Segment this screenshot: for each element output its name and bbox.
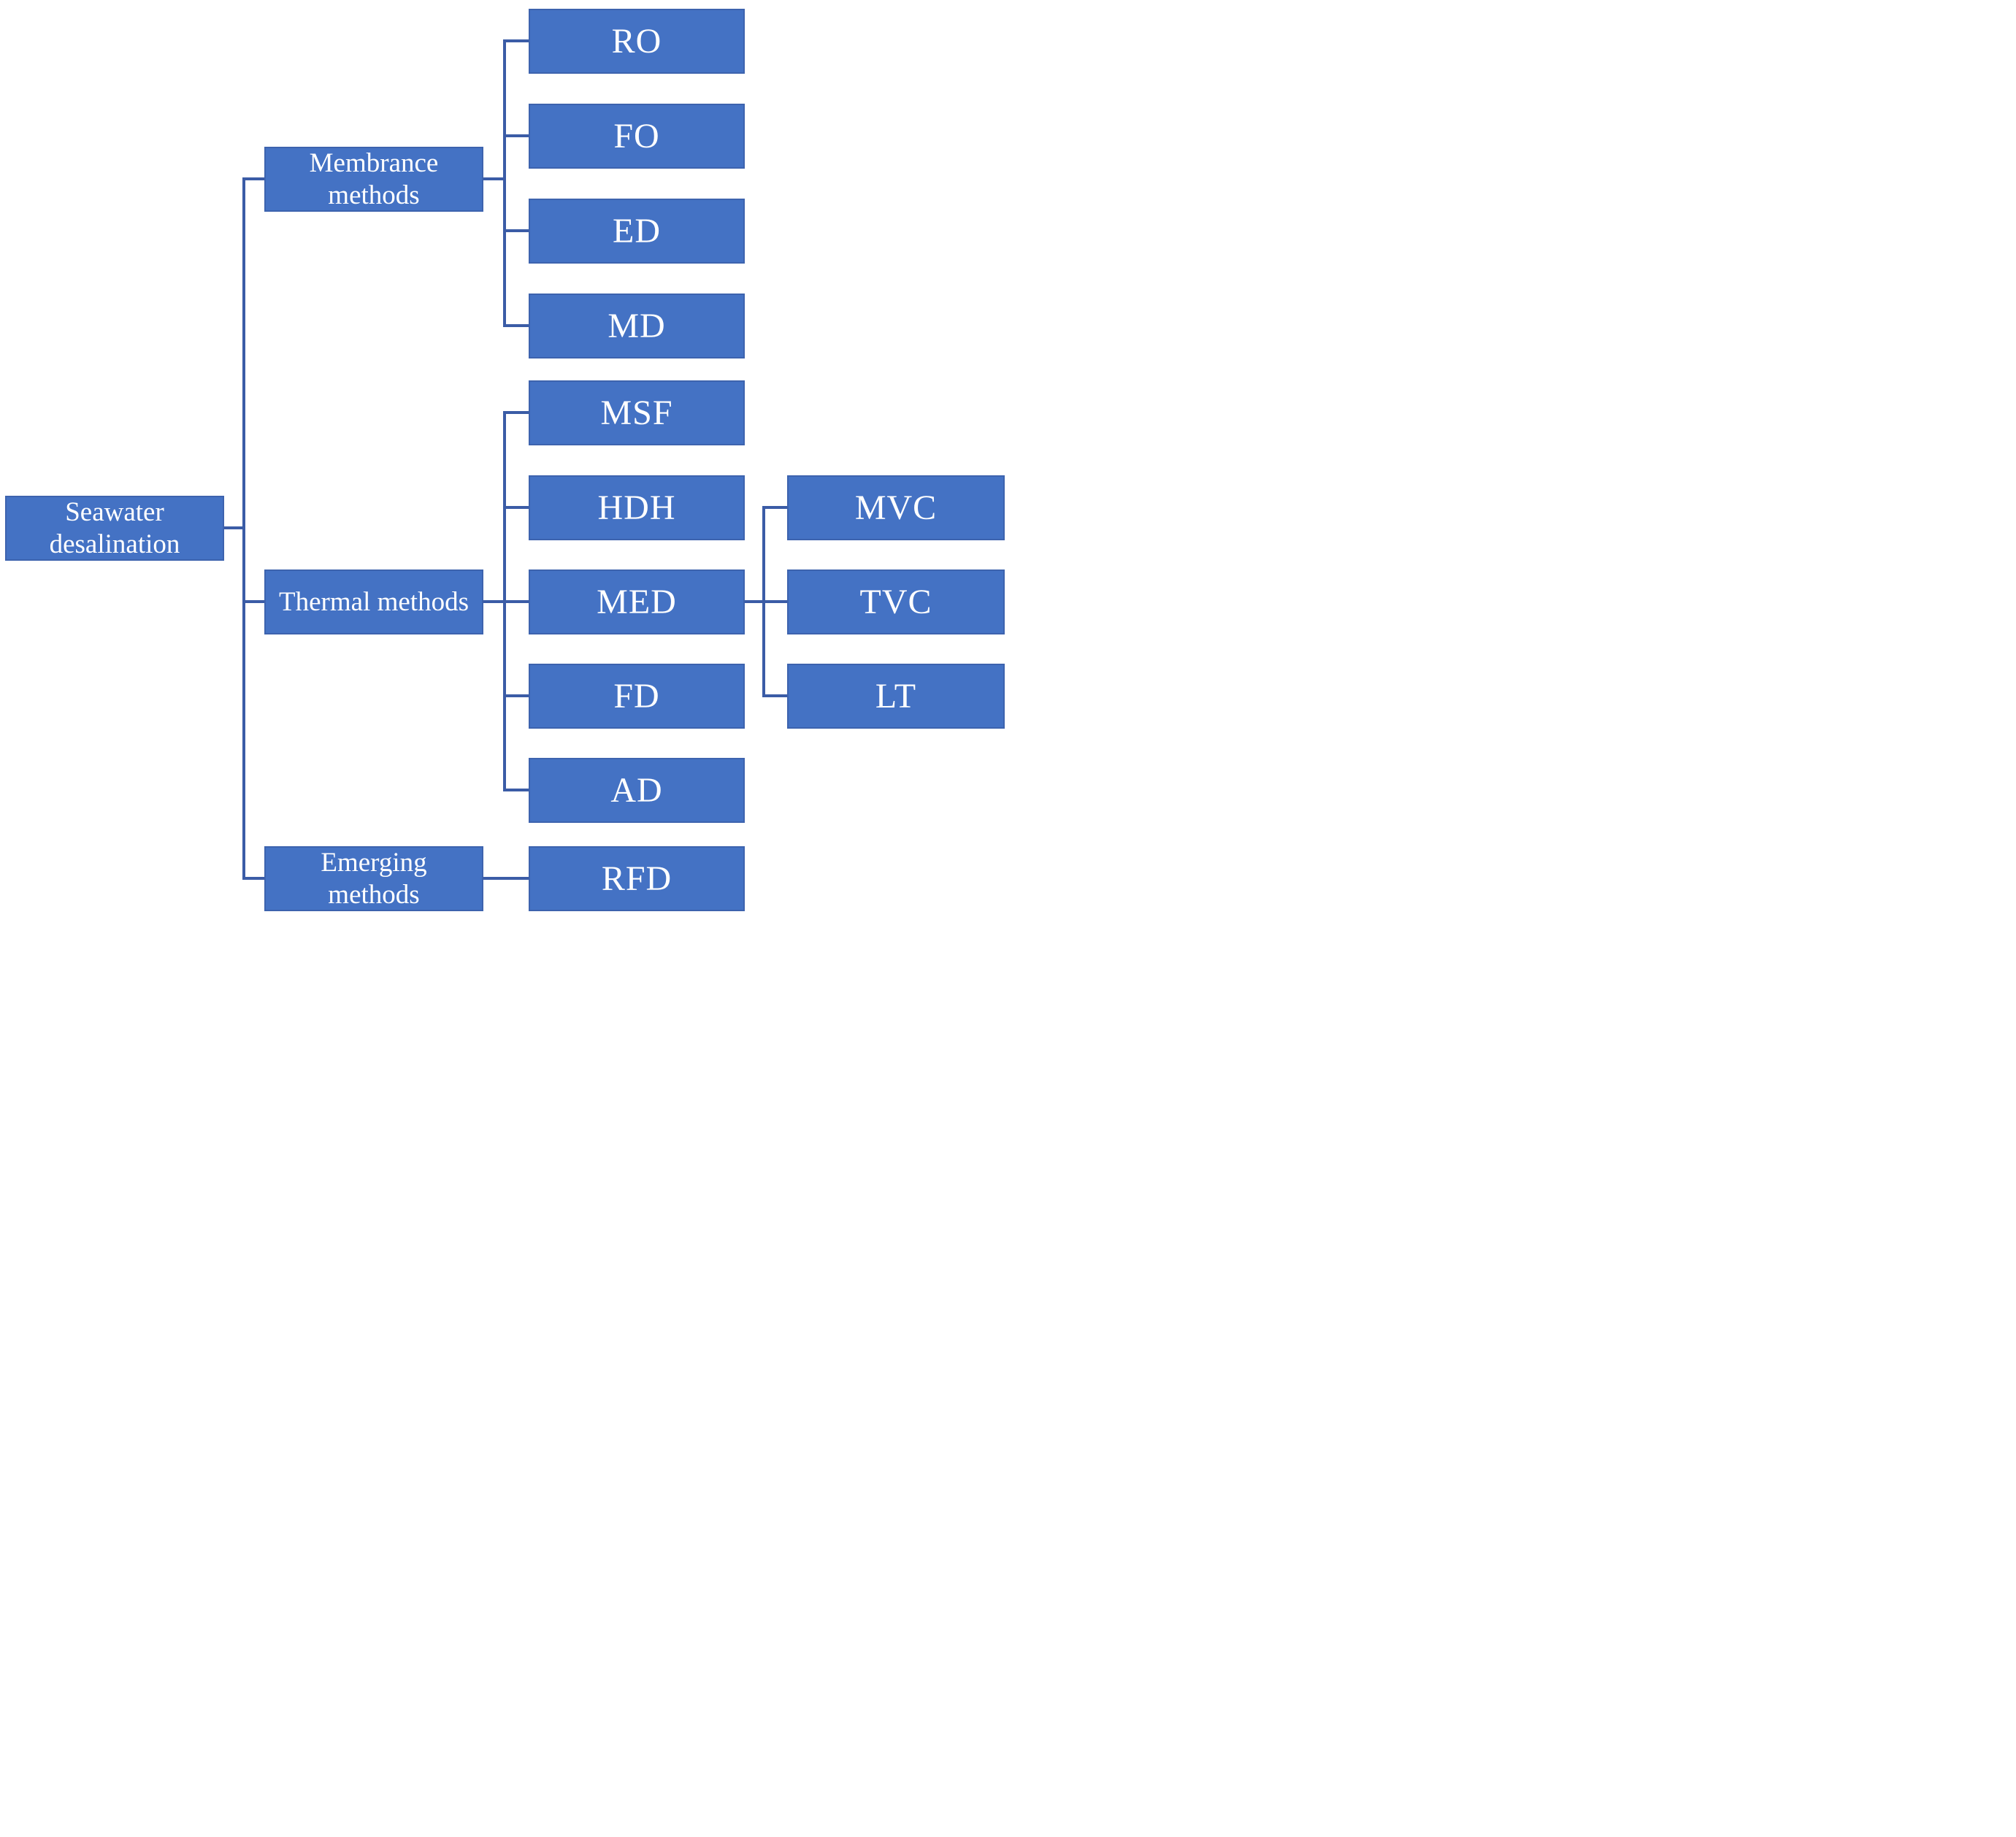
node-label-line: methods [328,879,420,910]
node-mvc-label: MVC [854,488,938,527]
connector-trunk3-to-hdh [503,506,529,509]
connector-emerging-to-rfd [483,877,529,880]
node-label-line: desalination [49,529,180,559]
node-hdh: HDH [529,475,745,540]
node-fo: FO [529,104,745,169]
node-label-line: methods [328,180,420,210]
desalination-methods-diagram: Seawater desalination Membrance methods … [0,0,1008,918]
node-ad: AD [529,758,745,823]
node-tvc-label: TVC [859,582,932,621]
node-lt: LT [787,664,1005,729]
node-mvc: MVC [787,475,1005,540]
connector-trunk3 [503,411,506,791]
node-emerging-methods: Emerging methods [264,846,483,911]
connector-root-to-trunk1 [224,526,245,529]
connector-trunk1-to-membrance [242,177,264,180]
node-md-label: MD [608,306,666,345]
connector-trunk3-to-msf [503,411,529,414]
node-ro: RO [529,9,745,74]
connector-trunk1-to-thermal [242,600,264,603]
connector-trunk3-to-ad [503,789,529,791]
node-thermal-methods-label: Thermal methods [279,586,469,617]
node-thermal-methods: Thermal methods [264,569,483,634]
connector-trunk1-to-emerging [242,877,264,880]
node-emerging-methods-label: Emerging methods [321,847,426,911]
node-ed-label: ED [613,211,661,250]
node-tvc: TVC [787,569,1005,634]
node-fd-label: FD [613,676,660,716]
connector-trunk2-to-ed [503,229,529,232]
connector-trunk3-to-fd [503,694,529,697]
node-ro-label: RO [611,21,662,61]
connector-thermal-to-med [483,600,529,603]
node-med-label: MED [597,582,677,621]
node-hdh-label: HDH [597,488,676,527]
node-membrance-methods: Membrance methods [264,147,483,212]
connector-trunk2 [503,39,506,327]
connector-trunk1 [242,177,245,880]
connector-trunk4-to-mvc [762,506,787,509]
node-fd: FD [529,664,745,729]
node-ed: ED [529,199,745,264]
node-label-line: Emerging [321,847,427,878]
node-label-line: Seawater [65,496,164,527]
node-membrance-methods-label: Membrance methods [310,147,439,212]
connector-trunk2-to-fo [503,134,529,137]
node-ad-label: AD [610,770,663,810]
connector-membrance-to-trunk2 [483,177,506,180]
connector-trunk2-to-md [503,324,529,327]
node-seawater-desalination-label: Seawater desalination [50,496,180,561]
node-seawater-desalination: Seawater desalination [5,496,224,561]
node-label-line: Membrance [309,147,439,178]
connector-trunk2-to-ro [503,39,529,42]
node-rfd-label: RFD [601,859,672,898]
node-md: MD [529,294,745,358]
node-lt-label: LT [875,676,917,716]
connector-med-to-tvc [745,600,787,603]
connector-trunk4 [762,506,765,697]
connector-trunk4-to-lt [762,694,787,697]
node-msf: MSF [529,380,745,445]
node-msf-label: MSF [600,393,673,432]
node-med: MED [529,569,745,634]
node-rfd: RFD [529,846,745,911]
node-fo-label: FO [613,116,660,156]
